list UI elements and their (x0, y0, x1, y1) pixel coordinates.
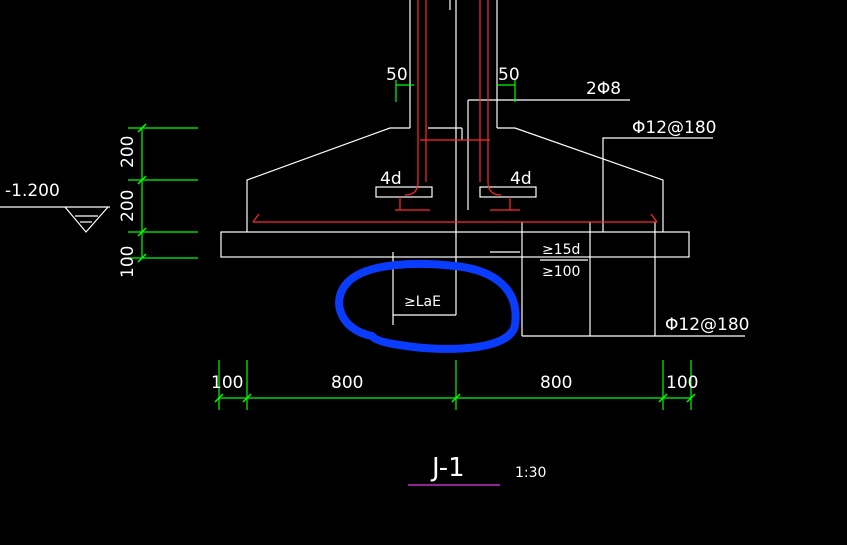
label-anchor-100: ≥100 (542, 264, 580, 280)
dim-vertical-1: 200 (118, 136, 138, 168)
dim-bottom-2: 800 (331, 373, 363, 393)
dim-bottom-3: 800 (540, 373, 572, 393)
label-anchor-15d: ≥15d (542, 242, 580, 258)
label-phi12-top: Φ12@180 (632, 118, 716, 138)
drawing-title: J-1 (430, 453, 465, 483)
dim-top-left: 50 (386, 65, 408, 85)
label-hook-right: 4d (510, 169, 532, 189)
dimension-lines (128, 80, 692, 410)
label-2phi8: 2Φ8 (586, 79, 621, 99)
highlight-circle (335, 259, 520, 353)
drawing-scale: 1:30 (515, 465, 546, 481)
label-phi12-bottom: Φ12@180 (665, 315, 749, 335)
elevation-label: -1.200 (5, 181, 60, 201)
footing-outline (0, 0, 745, 337)
dim-vertical-2: 200 (118, 190, 138, 222)
label-anchor-lae: ≥LaE (404, 294, 441, 310)
dim-bottom-4: 100 (666, 373, 698, 393)
dim-vertical-3: 100 (118, 246, 138, 278)
dimension-ticks (137, 123, 696, 403)
dim-top-right: 50 (498, 65, 520, 85)
label-hook-left: 4d (380, 169, 402, 189)
rebar-lines (252, 0, 658, 223)
dim-bottom-1: 100 (211, 373, 243, 393)
